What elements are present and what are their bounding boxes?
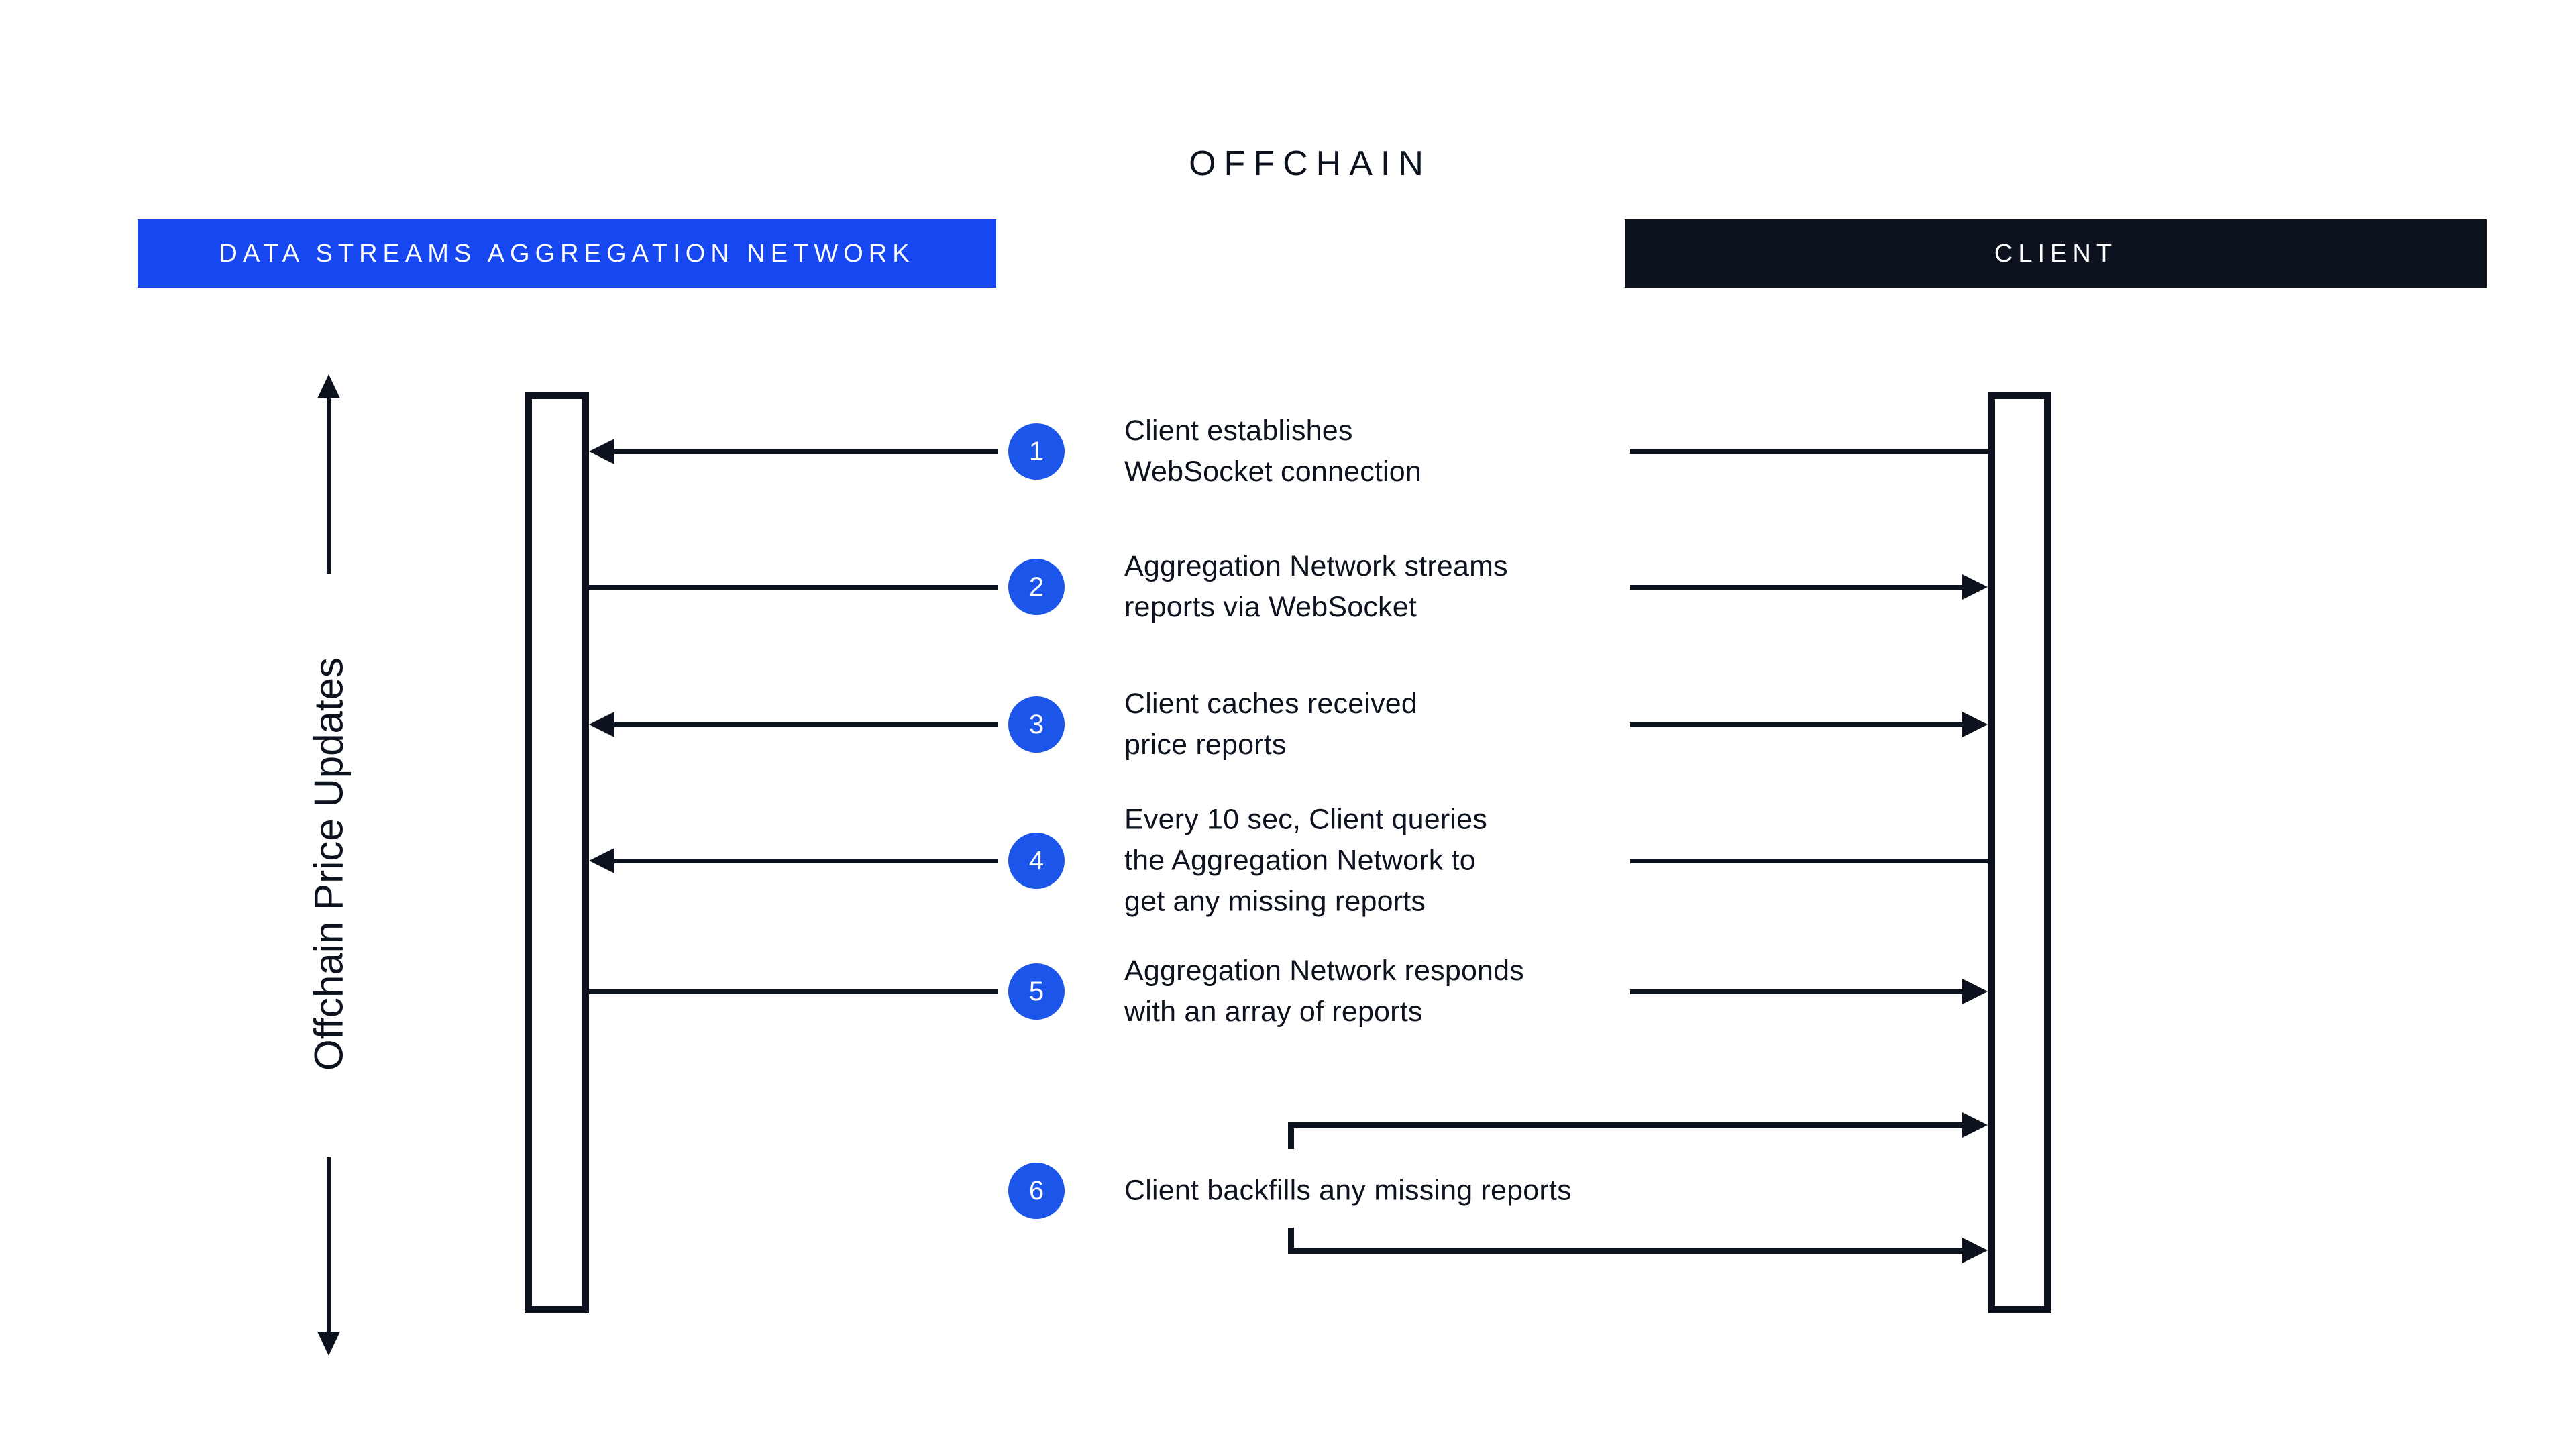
backfill-elbow-line-bottom bbox=[1288, 1248, 1966, 1254]
message-line-left-step1 bbox=[604, 449, 998, 454]
step-description: Aggregation Network responds with an arr… bbox=[1124, 955, 1524, 1028]
step-number-badge: 4 bbox=[1008, 833, 1065, 889]
step-number: 4 bbox=[1028, 845, 1044, 875]
arrowhead-into-client-step5 bbox=[1962, 979, 1988, 1004]
arrowhead-into-client-step2 bbox=[1962, 574, 1988, 600]
step-number: 1 bbox=[1028, 436, 1044, 466]
arrowhead-into-client-step6-bottom bbox=[1962, 1238, 1988, 1263]
backfill-elbow-stub-bottom bbox=[1288, 1228, 1294, 1254]
step-number: 3 bbox=[1028, 709, 1044, 739]
axis-line-bottom bbox=[327, 1157, 331, 1333]
step-number-badge: 2 bbox=[1008, 559, 1065, 615]
axis-arrow-down-icon bbox=[317, 1332, 340, 1356]
page-title: OFFCHAIN bbox=[1189, 144, 1432, 183]
axis-label: Offchain Price Updates bbox=[306, 657, 352, 1071]
step-number: 2 bbox=[1028, 572, 1044, 602]
lifeline-client bbox=[1988, 392, 2051, 1313]
arrowhead-into-client-step6-top bbox=[1962, 1112, 1988, 1138]
lifeline-aggregation-network bbox=[525, 392, 589, 1313]
step-number-badge: 5 bbox=[1008, 963, 1065, 1020]
backfill-elbow-line-top bbox=[1288, 1122, 1966, 1128]
backfill-elbow-stub-top bbox=[1288, 1122, 1294, 1149]
step-description: Aggregation Network streams reports via … bbox=[1124, 550, 1508, 623]
step-number: 6 bbox=[1028, 1175, 1044, 1205]
step-description: Client caches received price reports bbox=[1124, 688, 1418, 761]
message-line-left-step4 bbox=[604, 859, 998, 863]
step-description: Client backfills any missing reports bbox=[1124, 1174, 1572, 1207]
message-line-right-step3 bbox=[1630, 722, 1969, 727]
message-line-right-step2 bbox=[1630, 585, 1969, 590]
step-number-badge: 1 bbox=[1008, 423, 1065, 480]
participant-header-aggregation-network: DATA STREAMS AGGREGATION NETWORK bbox=[138, 219, 996, 288]
message-line-left-step2 bbox=[589, 585, 998, 590]
step-description: Client establishes WebSocket connection bbox=[1124, 415, 1422, 488]
arrowhead-into-client-step3 bbox=[1962, 712, 1988, 737]
message-line-left-step5 bbox=[589, 989, 998, 994]
step-number: 5 bbox=[1028, 976, 1044, 1006]
message-line-right-step1 bbox=[1630, 449, 1988, 454]
participant-header-client: CLIENT bbox=[1625, 219, 2487, 288]
message-line-right-step5 bbox=[1630, 989, 1969, 994]
message-line-right-step4 bbox=[1630, 859, 1988, 863]
step-number-badge: 6 bbox=[1008, 1163, 1065, 1219]
step-number-badge: 3 bbox=[1008, 696, 1065, 753]
step-description: Every 10 sec, Client queries the Aggrega… bbox=[1124, 803, 1487, 918]
message-line-left-step3 bbox=[604, 722, 998, 727]
axis-line-top bbox=[327, 384, 331, 574]
